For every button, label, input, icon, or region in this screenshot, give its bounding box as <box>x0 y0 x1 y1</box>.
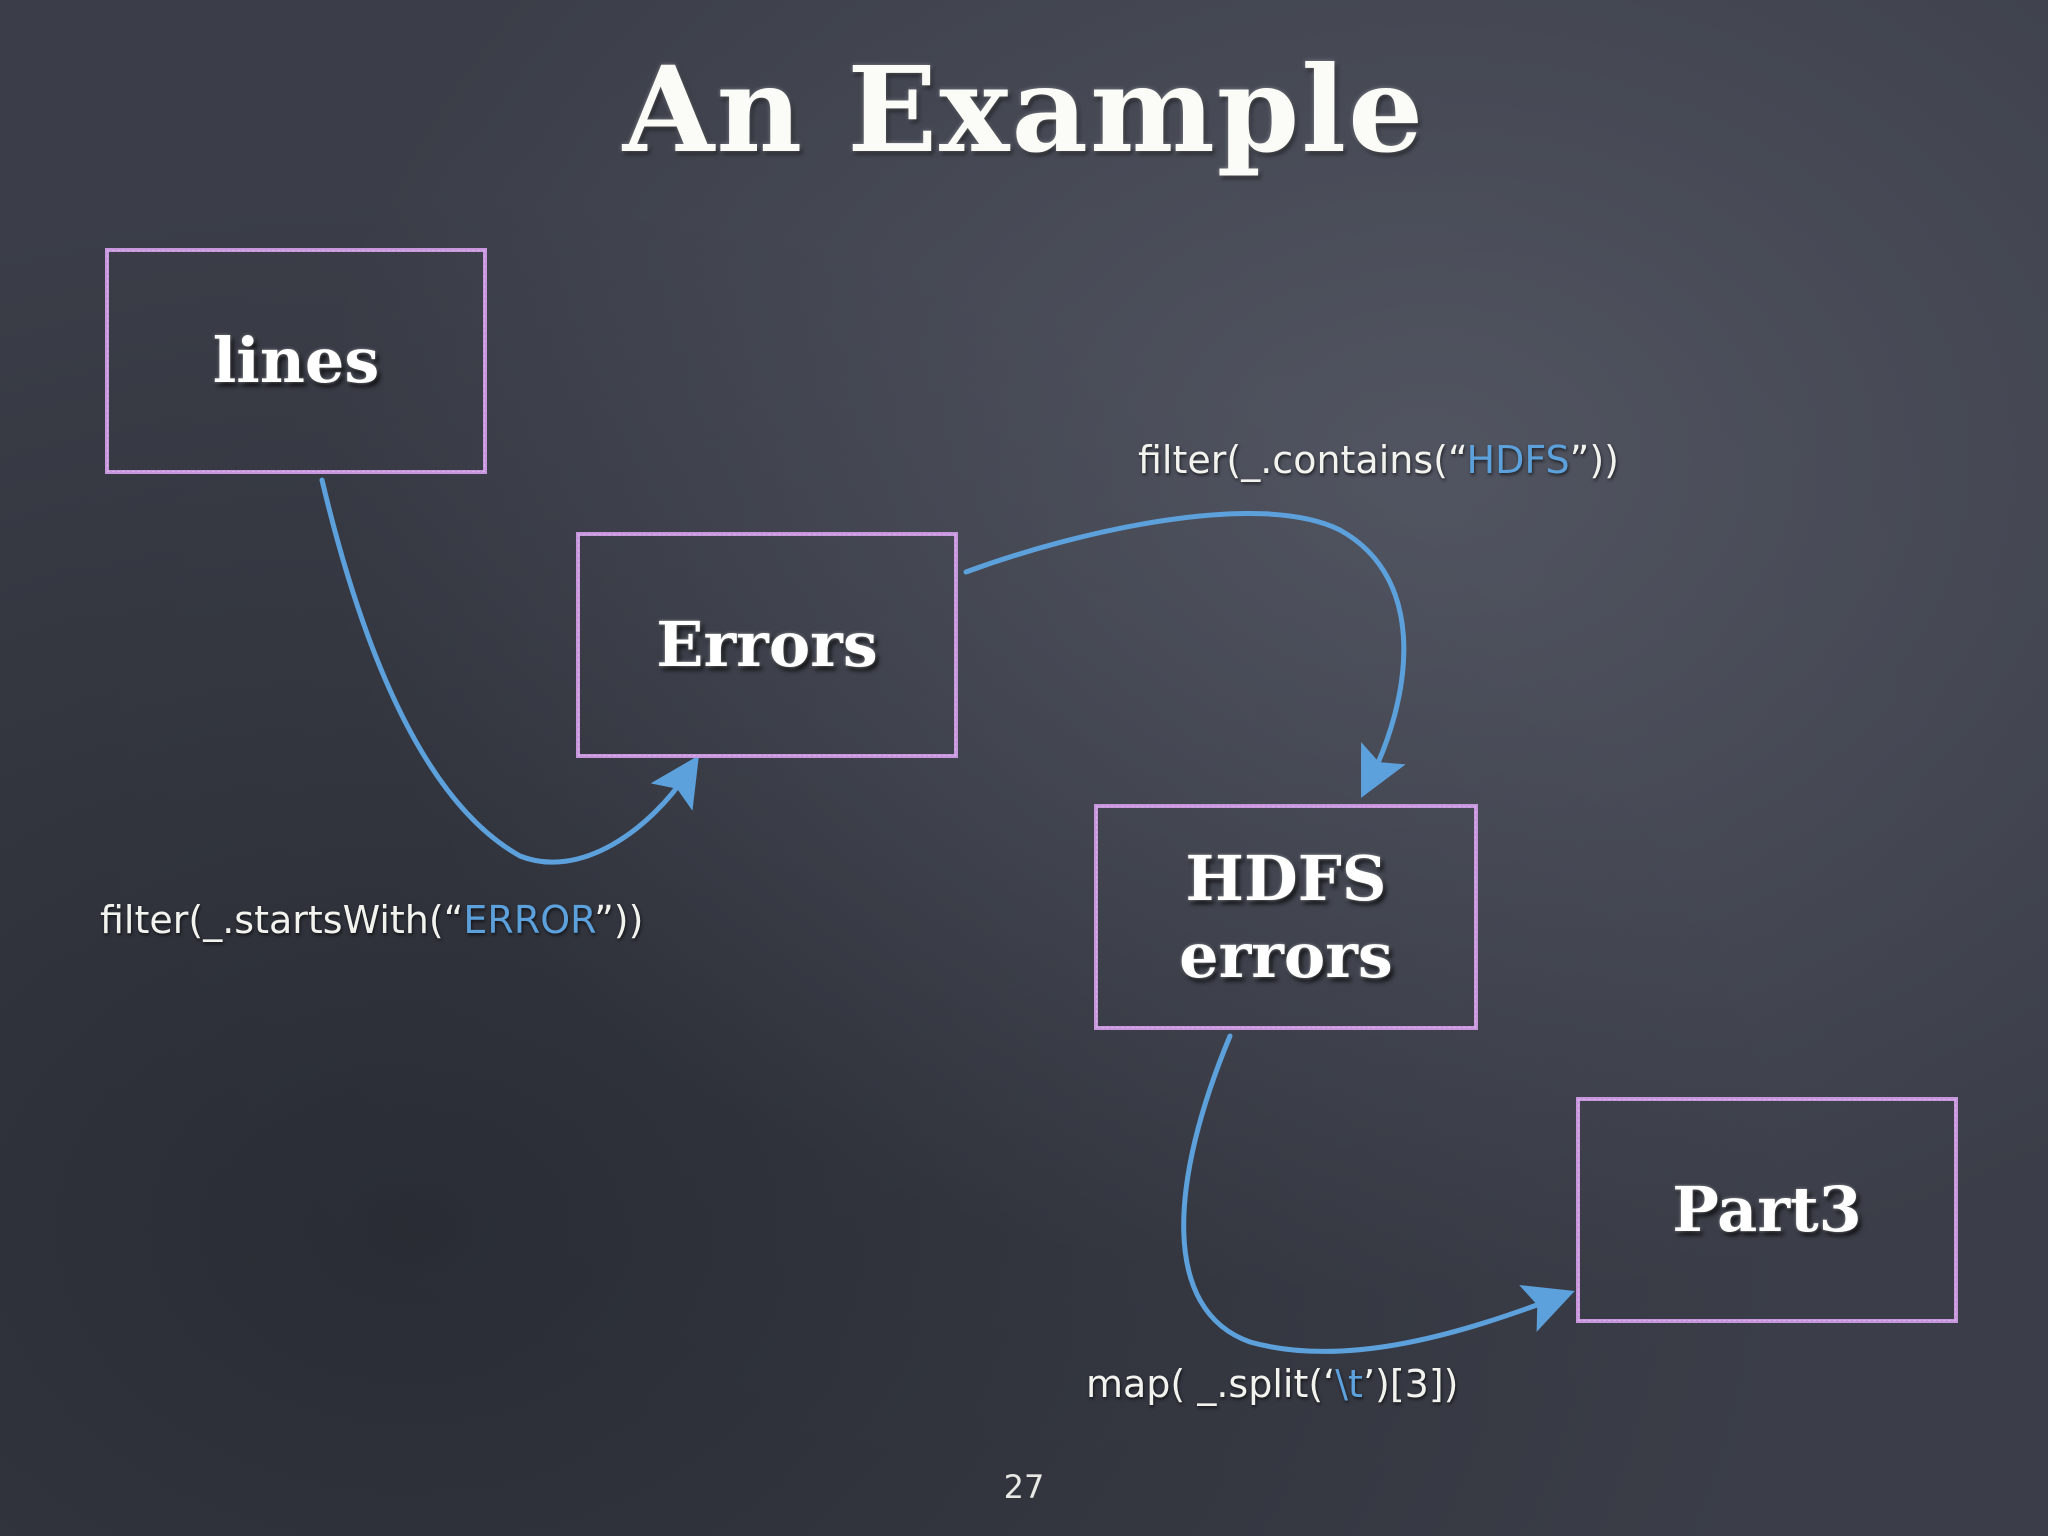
op-map-suffix: ’)[3]) <box>1362 1362 1459 1406</box>
op-contains-prefix: filter(_.contains(“ <box>1138 438 1467 482</box>
node-errors: Errors <box>576 532 958 758</box>
node-hdfs-errors: HDFS errors <box>1094 804 1478 1030</box>
op-map-highlight: \t <box>1335 1362 1363 1406</box>
arrow-errors-to-hdfs <box>963 510 1407 798</box>
op-contains-highlight: HDFS <box>1466 438 1570 482</box>
slide-title: An Example <box>622 40 1426 179</box>
arrow-hdfs-to-part3 <box>1181 1033 1575 1354</box>
node-part3-label: Part3 <box>1672 1173 1862 1247</box>
node-hdfs-label-line2: errors <box>1179 919 1393 992</box>
arrow-lines-to-errors <box>319 477 699 865</box>
node-hdfs-label-line1: HDFS <box>1185 841 1387 915</box>
operation-label-map-split: map( _.split(‘\t’)[3]) <box>1086 1362 1459 1406</box>
node-part3: Part3 <box>1576 1097 1958 1323</box>
page-number: 27 <box>1003 1468 1045 1506</box>
op-contains-suffix: ”)) <box>1569 438 1619 482</box>
node-lines-label: lines <box>212 324 380 398</box>
operation-label-contains: filter(_.contains(“HDFS”)) <box>1138 438 1619 482</box>
op-map-prefix: map( _.split(‘ <box>1086 1362 1336 1406</box>
op-starts-suffix: ”)) <box>594 898 644 942</box>
op-starts-highlight: ERROR <box>463 898 595 942</box>
node-lines: lines <box>105 248 487 474</box>
operation-label-startswith: filter(_.startsWith(“ERROR”)) <box>100 898 643 942</box>
op-starts-prefix: filter(_.startsWith(“ <box>100 898 464 942</box>
node-errors-label: Errors <box>656 608 878 682</box>
